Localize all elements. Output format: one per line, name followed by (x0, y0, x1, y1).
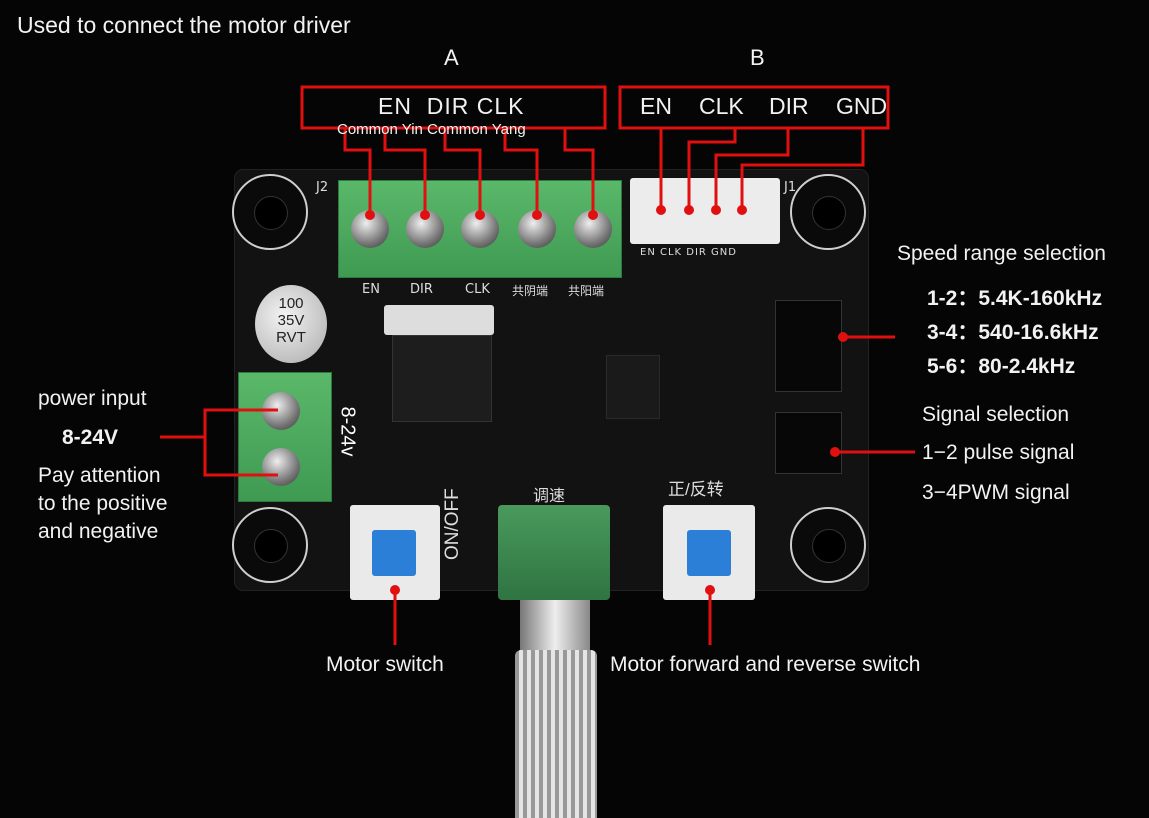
fwd-rev-silk: 正/反转 (668, 480, 724, 499)
jumper-j4 (775, 300, 842, 392)
signal-row: 1−2 pulse signal (922, 441, 1075, 464)
capacitor: 100 35V RVT (255, 285, 327, 363)
signal-title: Signal selection (922, 403, 1070, 426)
speed-row: 1-2：5.4K-160kHz (927, 287, 1103, 310)
connector-a-pins: EN DIR CLK (378, 93, 525, 119)
silk-common-cathode: 共阴端 (512, 284, 549, 298)
mount-hole (790, 507, 866, 583)
speed-row: 5-6：80-2.4kHz (927, 355, 1076, 378)
pot-thread (520, 600, 590, 650)
power-note: Pay attention (38, 464, 161, 487)
mount-hole (232, 507, 308, 583)
silk-common-anode: 共阳端 (568, 284, 605, 298)
silk-clk: CLK (465, 282, 490, 297)
cap-text: RVT (276, 329, 306, 346)
pin-b-clk: CLK (699, 93, 744, 119)
mount-hole (232, 174, 308, 250)
regulator-chip (392, 335, 492, 422)
j2-label: J2 (316, 180, 329, 195)
mount-hole (790, 174, 866, 250)
power-note: and negative (38, 520, 159, 543)
silk-en: EN (362, 282, 380, 297)
power-note: to the positive (38, 492, 168, 515)
connector-a-sublabels: Common Yin Common Yang (337, 121, 526, 138)
potentiometer[interactable] (498, 505, 610, 600)
ic-chip (606, 355, 660, 419)
direction-switch-button[interactable] (687, 530, 731, 576)
speed-row: 3-4：540-16.6kHz (927, 321, 1099, 344)
cap-text: 100 (278, 295, 304, 312)
pin-b-en: EN (640, 93, 672, 119)
connector-b (630, 178, 780, 244)
speed-title: Speed range selection (897, 242, 1106, 265)
motor-switch-button[interactable] (372, 530, 416, 576)
power-title: power input (38, 387, 147, 410)
pot-knob-shaft[interactable] (515, 650, 597, 818)
connector-b-silk: EN CLK DIR GND (640, 247, 737, 258)
pin-b-dir: DIR (769, 93, 809, 119)
power-voltage: 8-24V (62, 426, 119, 449)
connector-a-label: A (444, 45, 459, 70)
pin-b-gnd: GND (836, 93, 888, 119)
regulator-tab (384, 305, 494, 335)
header-title: Used to connect the motor driver (17, 12, 351, 38)
cap-text: 35V (277, 312, 305, 329)
j1-label: J1 (784, 180, 797, 195)
speed-adj-silk: 调速 (533, 488, 566, 505)
signal-row: 3−4PWM signal (922, 481, 1070, 504)
silk-dir: DIR (410, 282, 433, 297)
jumper-j3 (775, 412, 842, 474)
screw-icon (262, 448, 300, 486)
fwd-rev-switch-label: Motor forward and reverse switch (610, 653, 921, 676)
connector-b-label: B (750, 45, 765, 70)
motor-switch-label: Motor switch (326, 653, 444, 676)
